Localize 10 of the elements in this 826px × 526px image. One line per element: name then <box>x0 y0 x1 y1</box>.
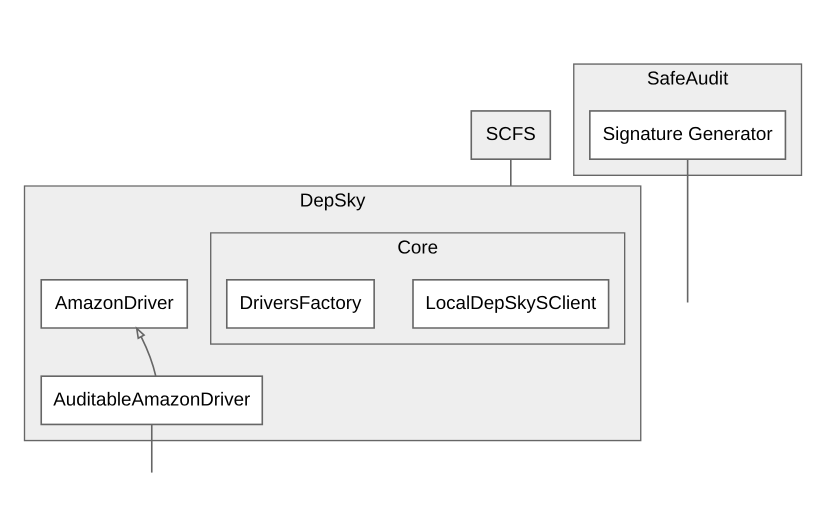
node-box: SCFS <box>470 110 552 160</box>
node-box: LocalDepSkySClient <box>412 278 610 328</box>
node-box: DriversFactory <box>226 278 375 328</box>
node-box: AmazonDriver <box>40 278 188 328</box>
arrow <box>136 326 157 376</box>
node-box: AuditableAmazonDriver <box>40 374 264 425</box>
connector <box>686 159 688 302</box>
connector <box>150 424 153 472</box>
node-box: Signature Generator <box>589 110 786 160</box>
connector <box>510 159 512 186</box>
